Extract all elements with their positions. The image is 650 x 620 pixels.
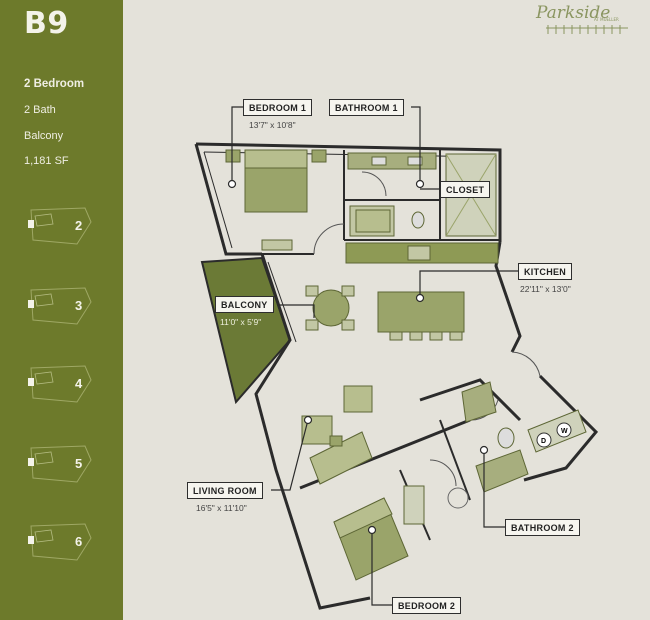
floor-number: 3 <box>75 298 83 313</box>
floor-number: 6 <box>75 534 83 549</box>
balcony-area <box>200 256 292 405</box>
bedroom-count: 2 Bedroom <box>24 78 85 90</box>
room-label-closet: CLOSET <box>440 181 491 198</box>
room-label-balcony: BALCONY <box>215 296 274 313</box>
room-label-kitchen: KITCHEN <box>518 263 573 280</box>
room-label-living-room: LIVING ROOM <box>187 482 263 499</box>
floor-keyplan-3[interactable]: 3 <box>25 284 97 330</box>
exterior-walls <box>194 142 599 610</box>
dryer-icon <box>536 432 552 448</box>
keyplan-outline-icon <box>28 365 92 403</box>
room-label-bedroom2: BEDROOM 2 <box>392 597 462 614</box>
room-label-bathroom2: BATHROOM 2 <box>505 519 580 536</box>
room-dim-bedroom1: 13'7" x 10'8" <box>249 120 296 130</box>
bathroom1-fixtures <box>347 152 437 237</box>
label-markers <box>227 179 489 535</box>
room-dim-kitchen: 22'11" x 13'0" <box>520 284 571 294</box>
logo-wordmark: Parkside <box>535 3 610 23</box>
plan-code: B9 <box>24 6 69 41</box>
washer-label: W <box>561 428 568 435</box>
kitchen-counters <box>345 242 499 341</box>
dining-table <box>305 285 355 331</box>
room-label-bedroom1: BEDROOM 1 <box>243 99 313 116</box>
living-room-furniture <box>301 385 373 485</box>
keyplan-outline-icon <box>28 207 92 245</box>
feature-balcony: Balcony <box>24 130 64 142</box>
floor-keyplan-4[interactable]: 4 <box>25 362 97 408</box>
floor-keyplan-6[interactable]: 6 <box>25 520 97 566</box>
room-dim-living-room: 16'5" x 11'10" <box>196 503 247 513</box>
keyplan-outline-icon <box>28 523 92 561</box>
bathroom2-fixtures <box>461 381 529 493</box>
floor-keyplan-2[interactable]: 2 <box>25 204 97 250</box>
unit-sidebar: B9 2 Bedroom 2 Bath Balcony 1,181 SF 2 3 <box>0 0 123 620</box>
logo-subtitle: AT MUELLER <box>594 17 619 22</box>
keyplan-outline-icon <box>28 445 92 483</box>
parkside-logo: Parkside AT MUELLER <box>535 3 628 34</box>
room-label-bathroom1: BATHROOM 1 <box>329 99 404 116</box>
floor-keyplan-5[interactable]: 5 <box>25 442 97 488</box>
washer-icon <box>556 422 572 438</box>
floor-number: 4 <box>75 376 83 391</box>
room-dim-balcony: 11'0" x 5'9" <box>220 317 262 327</box>
label-leaders <box>231 106 518 606</box>
bedroom1-furniture <box>225 149 327 251</box>
floor-number: 2 <box>75 218 83 233</box>
bath-count: 2 Bath <box>24 104 56 116</box>
keyplan-outline-icon <box>28 287 92 325</box>
square-footage: 1,181 SF <box>24 155 69 167</box>
washer-dryer: D W <box>527 409 587 453</box>
dryer-label: D <box>541 438 546 445</box>
bedroom2-furniture <box>333 485 469 581</box>
floor-number: 5 <box>75 456 83 471</box>
